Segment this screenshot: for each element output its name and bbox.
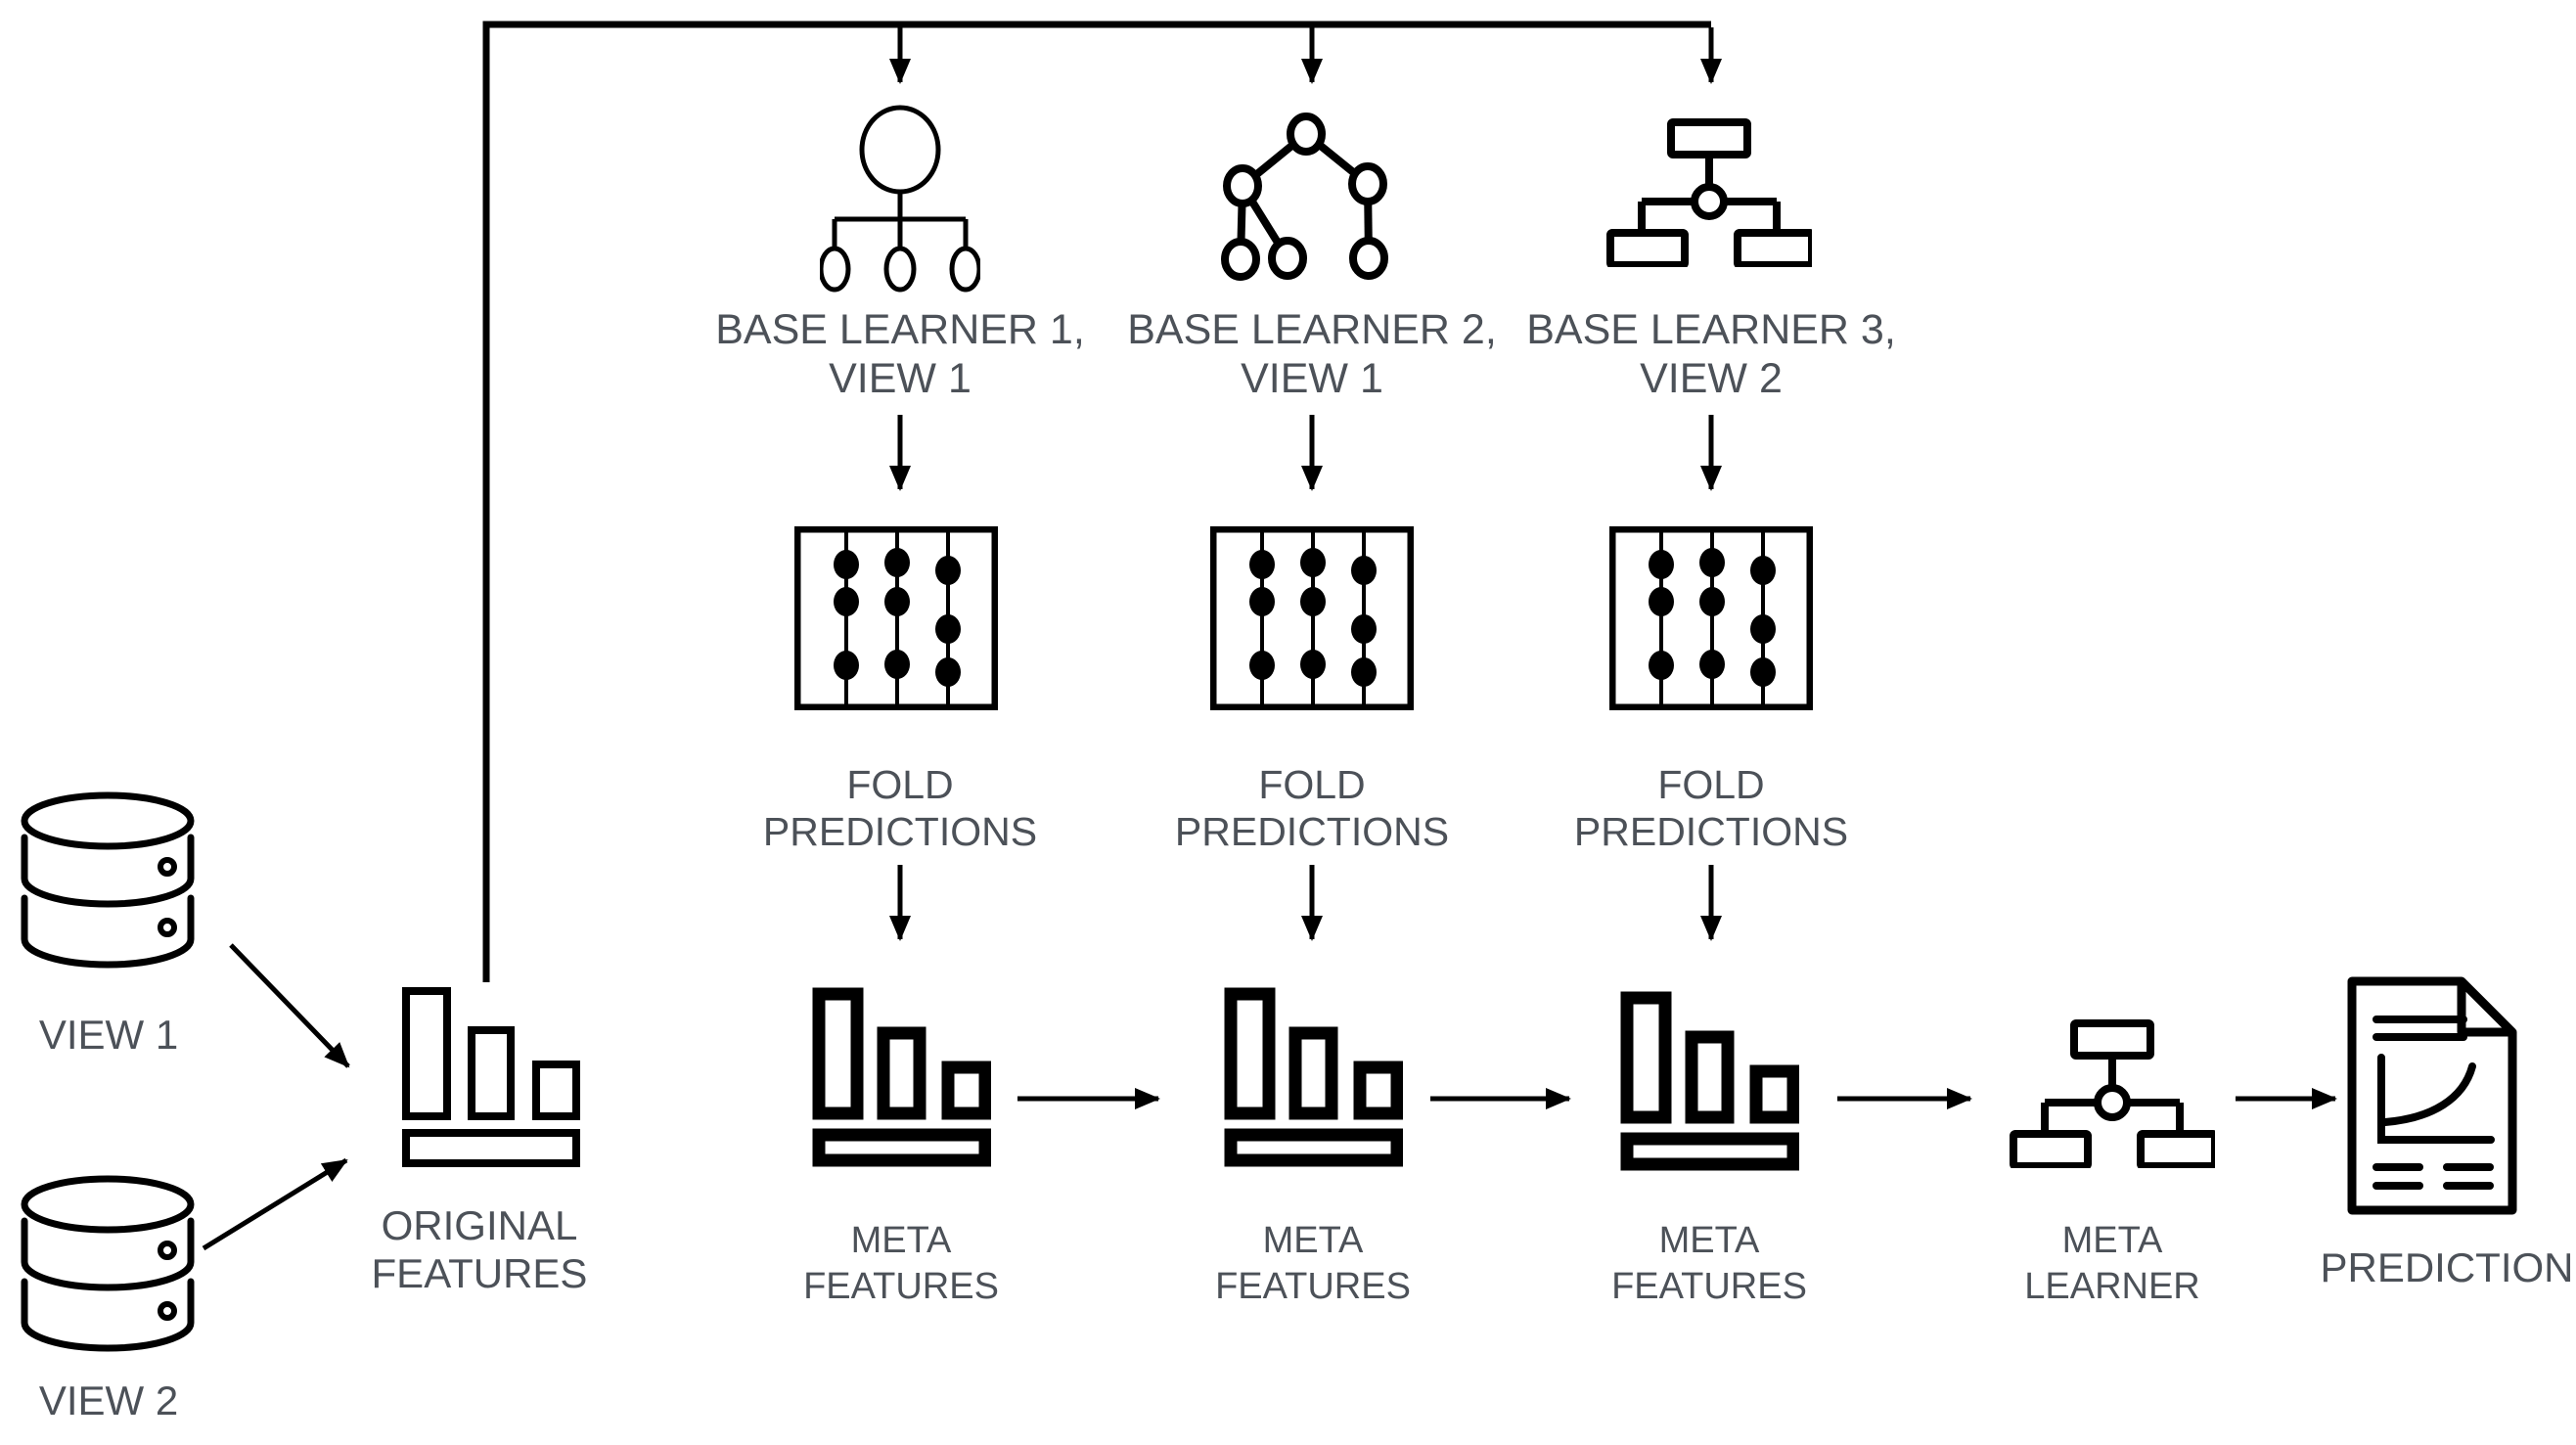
base-learner-1-label-line1: BASE LEARNER 1, — [715, 306, 1085, 353]
meta-features-3-line2: FEATURES — [1611, 1266, 1807, 1307]
tree-nodes-icon — [820, 105, 980, 293]
abacus-grid-icon — [1210, 526, 1414, 710]
base-learner-3-label-line1: BASE LEARNER 3, — [1526, 306, 1896, 353]
fold-predictions-1-line1: FOLD — [846, 762, 954, 807]
bar-chart-icon — [1620, 991, 1799, 1171]
meta-features-1-line2: FEATURES — [803, 1266, 999, 1307]
abacus-grid-icon — [794, 526, 998, 710]
view-2-label: VIEW 2 — [0, 1377, 217, 1424]
base-learner-2-label: BASE LEARNER 2, VIEW 1 — [1107, 305, 1517, 403]
database-icon — [21, 1175, 195, 1352]
fold-predictions-1-line2: PREDICTIONS — [762, 809, 1038, 854]
bar-chart-icon — [812, 987, 991, 1167]
base-learner-2-label-line2: VIEW 1 — [1241, 355, 1383, 402]
meta-features-1-label: META FEATURES — [696, 1218, 1107, 1310]
fold-predictions-2-label: FOLD PREDICTIONS — [1107, 761, 1517, 855]
fold-predictions-2-line2: PREDICTIONS — [1174, 809, 1450, 854]
view-2-label-text: VIEW 2 — [38, 1377, 179, 1423]
base-learner-3-label: BASE LEARNER 3, VIEW 2 — [1506, 305, 1917, 403]
base-learner-2-label-line1: BASE LEARNER 2, — [1127, 306, 1497, 353]
arrow-view2-to-original — [202, 1157, 348, 1251]
base-learner-3-label-line2: VIEW 2 — [1640, 355, 1783, 402]
branch-tree-icon — [1221, 113, 1388, 281]
fold-predictions-3-line2: PREDICTIONS — [1573, 809, 1849, 854]
flow-tree-icon — [1606, 118, 1812, 267]
original-features-line1: ORIGINAL — [381, 1202, 578, 1248]
meta-features-3-label: META FEATURES — [1504, 1218, 1915, 1310]
meta-learner-label-line1: META — [2061, 1220, 2163, 1261]
fold-predictions-3-label: FOLD PREDICTIONS — [1506, 761, 1917, 855]
prediction-label: PREDICTION — [2241, 1244, 2576, 1291]
flow-tree-icon — [2010, 1019, 2215, 1168]
bar-chart-icon — [1224, 987, 1403, 1167]
meta-learner-label: META LEARNER — [1907, 1218, 2318, 1310]
meta-learner-label-line2: LEARNER — [2024, 1266, 2200, 1307]
database-icon — [21, 791, 195, 969]
base-learner-1-label: BASE LEARNER 1, VIEW 1 — [695, 305, 1106, 403]
document-chart-icon — [2347, 976, 2517, 1215]
meta-features-2-label: META FEATURES — [1107, 1218, 1518, 1310]
meta-features-2-line2: FEATURES — [1215, 1266, 1411, 1307]
view-1-label: VIEW 1 — [0, 1012, 217, 1059]
prediction-label-text: PREDICTION — [2320, 1244, 2574, 1290]
fold-predictions-3-line1: FOLD — [1657, 762, 1765, 807]
meta-features-2-line1: META — [1262, 1220, 1364, 1261]
abacus-grid-icon — [1609, 526, 1813, 710]
original-features-label: ORIGINAL FEATURES — [274, 1201, 685, 1297]
view-1-label-text: VIEW 1 — [38, 1012, 179, 1058]
connector-original-to-learners — [482, 21, 1711, 982]
original-features-line2: FEATURES — [371, 1250, 588, 1296]
bar-chart-icon — [402, 987, 580, 1167]
fold-predictions-1-label: FOLD PREDICTIONS — [695, 761, 1106, 855]
base-learner-1-label-line2: VIEW 1 — [829, 355, 972, 402]
meta-features-1-line1: META — [850, 1220, 952, 1261]
fold-predictions-2-line1: FOLD — [1258, 762, 1366, 807]
arrow-view1-to-original — [229, 943, 350, 1068]
meta-features-3-line1: META — [1658, 1220, 1760, 1261]
